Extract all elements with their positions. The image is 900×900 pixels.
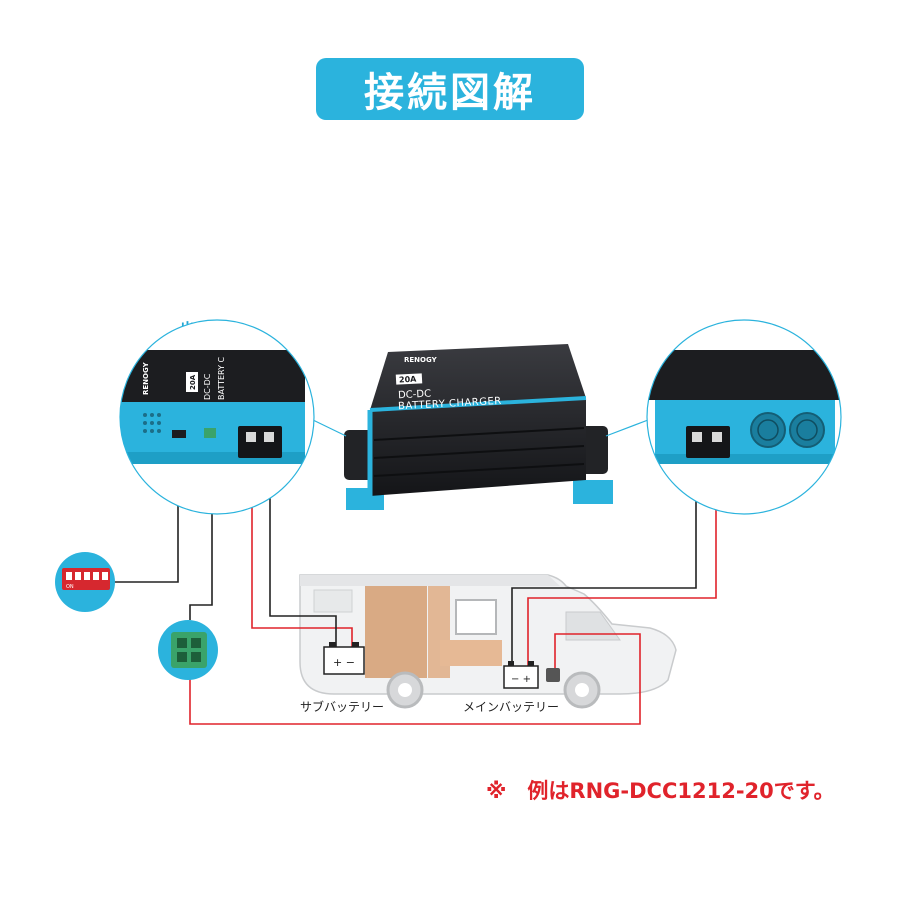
zoom-charger: BATTERY C [217,356,226,400]
zoom-terminal-screw-1 [246,432,256,442]
zoom-output-terminals [238,426,282,458]
sub-battery-label: サブバッテリー [300,698,384,715]
charger-brand: RENOGY [404,356,438,364]
fan-icon-2 [790,413,824,447]
zoom-rating: 20A [189,374,197,390]
green-connector-icon [171,632,207,668]
connector-slot-2 [191,638,201,648]
connector-detail [158,620,218,680]
input-side-zoom [645,320,845,514]
output-side-zoom: RENOGY 20A DC-DC BATTERY C [120,320,314,514]
input-device-top [645,350,845,400]
zoom-input-screw-2 [712,432,722,442]
connector-slot-4 [191,652,201,662]
connector-slot-1 [177,638,187,648]
zoom-terminal-screw-2 [264,432,274,442]
sub-battery: + − [324,642,364,674]
callout-line-left [313,420,346,436]
camper-seat [440,640,502,666]
dc-dc-charger: RENOGY 20A DC-DC BATTERY CHARGER [344,344,613,510]
camper-van [300,575,676,707]
zoom-brand: RENOGY [142,361,150,395]
camper-roof [300,575,560,586]
dip-on-label: ON [66,584,74,590]
sub-battery-post-left [329,642,336,647]
sub-battery-terminals: + − [333,656,355,669]
fan-icon-1 [751,413,785,447]
model-note: ※ 例はRNG-DCC1212-20です。 [486,775,835,805]
main-battery-label: メインバッテリー [463,698,559,715]
input-device-base [655,454,835,464]
zoom-dip-switch [172,430,186,438]
dip-switch-detail: ON [55,552,115,612]
camper-inner-window [456,600,496,634]
callout-line-right [606,420,648,436]
main-battery-post-right [528,661,534,666]
camper-hub-front [575,683,589,697]
ignition-relay-icon [546,668,560,682]
main-battery-post-left [508,661,514,666]
charger-foot-right [573,480,613,504]
connector-slot-3 [177,652,187,662]
zoom-input-screw-1 [692,432,702,442]
sub-battery-post-right [352,642,359,647]
main-battery-terminals: − + [511,674,531,685]
camper-cabinet [365,586,427,678]
charger-rating: 20A [399,375,418,385]
charger-body [370,344,586,496]
zoom-model: DC-DC [203,373,212,400]
camper-window-rear [314,590,352,612]
zoom-green-connector [204,428,216,438]
camper-hub-rear [398,683,412,697]
